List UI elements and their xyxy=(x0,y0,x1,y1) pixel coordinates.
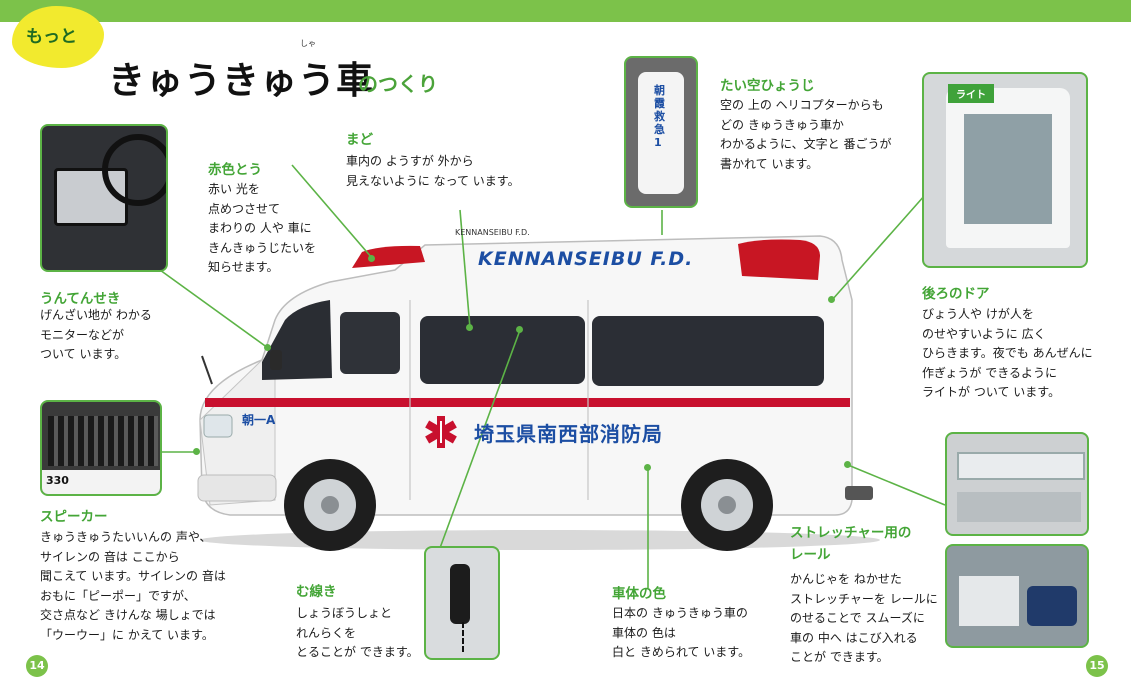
body-line: 空の 上の ヘリコプターからも xyxy=(720,98,884,112)
body-line: 車体の 色は xyxy=(612,625,676,640)
stretcher-loading-photo xyxy=(945,544,1089,648)
body-line: かんじゃを ねかせた xyxy=(790,572,902,586)
rear-door-photo: ライト xyxy=(922,72,1088,268)
light-tag: ライト xyxy=(948,84,994,103)
stretcher-body: かんじゃを ねかせた ストレッチャーを レールに のせることで スムーズに 車の… xyxy=(790,570,938,668)
body-line: サイレンの 音は ここから xyxy=(40,549,180,564)
speaker-photo: 330 xyxy=(40,400,162,496)
body-line: 車内の ようすが 外から xyxy=(346,154,474,168)
red-light-body: 赤い 光を 点めつさせて まわりの 人や 車に きんきゅうじたいを 知らせます。 xyxy=(208,180,316,278)
body-line: ライトが ついて います。 xyxy=(922,385,1061,399)
heading-line: レール xyxy=(790,547,831,563)
body-line: わかるように、文字と 番ごうが xyxy=(720,137,892,151)
steering-wheel-icon xyxy=(102,134,166,206)
roof-sign-body: 空の 上の ヘリコプターからも どの きゅうきゅう車か わかるように、文字と 番… xyxy=(720,96,891,174)
side-lettering-text: KENNANSEIBU F.D. xyxy=(478,248,694,270)
callout-dot xyxy=(828,296,835,303)
page-subtitle: のつくり xyxy=(358,72,438,96)
body-line: とることが できます。 xyxy=(296,645,419,659)
body-color-body: 日本の きゅうきゅう車の 車体の 色は 白と きめられて います。 xyxy=(612,604,750,663)
grille-icon xyxy=(48,416,158,466)
callout-dot xyxy=(844,461,851,468)
driver-seat-body: げんざい地が わかる モニターなどが ついて います。 xyxy=(40,306,152,365)
body-line: きゅうきゅうたいいんの 声や、 xyxy=(40,530,212,544)
more-badge xyxy=(12,6,104,68)
body-line: 聞こえて います。サイレンの 音は xyxy=(40,569,226,583)
heading-line: ストレッチャー用の xyxy=(790,525,912,541)
body-line: きんきゅうじたいを xyxy=(208,240,317,255)
window-body: 車内の ようすが 外から 見えないように なって います。 xyxy=(346,152,520,191)
body-line: 作ぎょうが できるように xyxy=(922,365,1057,380)
speaker-heading: スピーカー xyxy=(40,509,108,525)
body-line: おもに「ピーポー」ですが、 xyxy=(40,588,196,603)
driver-seat-heading: うんてんせき xyxy=(40,291,121,307)
department-name: 埼玉県南西部消防局 xyxy=(474,422,663,446)
body-line: まわりの 人や 車に xyxy=(208,221,312,235)
window-heading: まど xyxy=(346,132,373,148)
radio-photo xyxy=(424,546,500,660)
body-line: 日本の きゅうきゅう車の xyxy=(612,606,748,620)
body-line: 点めつさせて xyxy=(208,201,281,216)
top-banner xyxy=(0,0,1131,22)
radio-handset-icon xyxy=(450,564,470,624)
radio-heading: む線き xyxy=(296,584,337,600)
body-line: 赤い 光を xyxy=(208,182,260,196)
speaker-body: きゅうきゅうたいいんの 声や、 サイレンの 音は ここから 聞こえて います。サ… xyxy=(40,528,226,645)
roof-panel xyxy=(638,72,684,194)
body-line: ついて います。 xyxy=(40,347,127,361)
body-line: 見えないように なって います。 xyxy=(346,173,520,188)
page-title: きゅうきゅう車 xyxy=(108,59,374,102)
title-ruby: しゃ xyxy=(300,39,316,48)
body-line: 書かれて います。 xyxy=(720,156,819,171)
driver-seat-photo xyxy=(40,124,168,272)
crew-members xyxy=(1027,586,1077,626)
license-plate: 330 xyxy=(46,474,69,487)
body-line: びょう人や けが人を xyxy=(922,307,1034,321)
ambulance-rear xyxy=(959,576,1019,626)
side-lettering: KENNANSEIBU F.D. xyxy=(455,228,530,237)
callout-dot xyxy=(466,324,473,331)
body-line: 交さ点など きけんな 場しょでは xyxy=(40,608,216,622)
callout-dot xyxy=(368,255,375,262)
body-line: しょうぼうしょと xyxy=(296,606,393,620)
callout-dot xyxy=(193,448,200,455)
body-line: ストレッチャーを レールに xyxy=(790,591,938,606)
body-line: のせやすいように 広く xyxy=(922,326,1046,341)
front-code: 朝一A xyxy=(242,413,276,427)
radio-body: しょうぼうしょと れんらくを とることが できます。 xyxy=(296,604,419,663)
body-line: 車の 中へ はこび入れる xyxy=(790,630,918,645)
body-line: げんざい地が わかる xyxy=(40,308,152,322)
body-line: 知らせます。 xyxy=(208,260,279,274)
rear-door-body: びょう人や けが人を のせやすいように 広く ひらきます。夜でも あんぜんに 作… xyxy=(922,305,1093,403)
roof-sign-photo: 朝霞救急1 xyxy=(624,56,698,208)
body-color-heading: 車体の色 xyxy=(612,586,666,602)
body-line: ひらきます。夜でも あんぜんに xyxy=(922,346,1093,360)
interior xyxy=(964,114,1052,224)
body-line: れんらくを xyxy=(296,625,357,640)
stretcher-heading: ストレッチャー用の レール xyxy=(790,522,911,566)
red-light-heading: 赤色とう xyxy=(208,162,262,178)
more-badge-label: もっと xyxy=(26,27,77,47)
page-number-right: 15 xyxy=(1086,655,1108,677)
callout-dot xyxy=(264,344,271,351)
body-line: 白と きめられて います。 xyxy=(612,645,751,659)
body-line: のせることで スムーズに xyxy=(790,611,925,625)
rear-door-heading: 後ろのドア xyxy=(922,286,990,302)
body-line: 「ウーウー」に かえて います。 xyxy=(40,627,214,642)
roof-sign-text: 朝霞救急1 xyxy=(654,84,665,149)
body-line: ことが できます。 xyxy=(790,650,889,664)
stretcher-rail-photo xyxy=(945,432,1089,536)
body-line: どの きゅうきゅう車か xyxy=(720,117,844,132)
body-line: モニターなどが xyxy=(40,327,125,342)
callout-dot xyxy=(644,464,651,471)
roof-sign-heading: たい空ひょうじ xyxy=(720,78,815,94)
rail xyxy=(957,452,1085,480)
page-number-left: 14 xyxy=(26,655,48,677)
callout-dot xyxy=(516,326,523,333)
